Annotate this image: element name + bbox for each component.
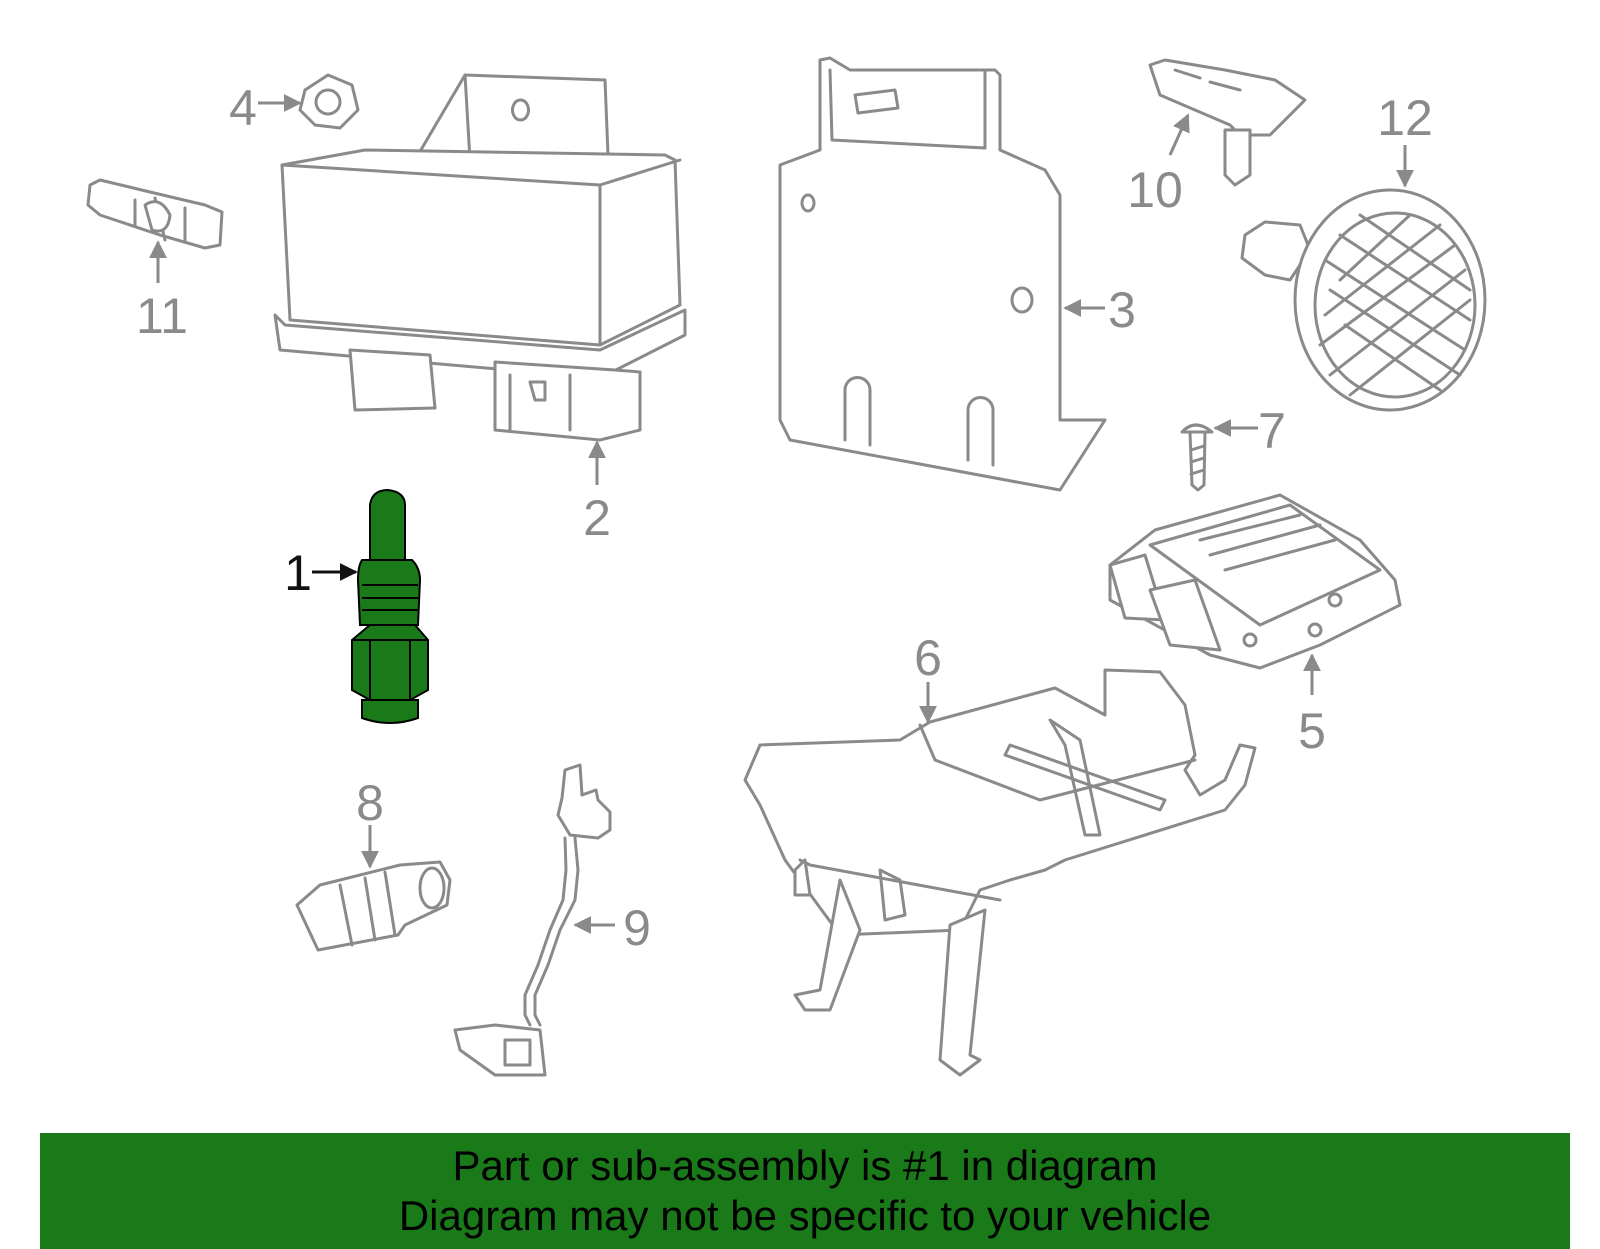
part-11-sensor[interactable]	[86, 178, 224, 250]
svg-text:6: 6	[914, 630, 942, 686]
callout-8: 8	[356, 775, 384, 869]
part-5-ecu[interactable]	[1108, 493, 1402, 670]
svg-text:11: 11	[136, 288, 188, 344]
callout-9: 9	[573, 900, 651, 956]
callout-4: 4	[229, 80, 302, 136]
svg-text:8: 8	[356, 775, 384, 831]
svg-text:5: 5	[1298, 703, 1326, 759]
svg-text:12: 12	[1377, 90, 1433, 146]
svg-text:4: 4	[229, 80, 257, 136]
callout-5: 5	[1298, 653, 1326, 759]
info-banner: Part or sub-assembly is #1 in diagram Di…	[40, 1133, 1570, 1249]
part-3-bracket[interactable]	[778, 56, 1107, 492]
part-1-glow-plug[interactable]	[351, 488, 429, 724]
part-12-air-flow-sensor[interactable]	[1240, 188, 1487, 412]
svg-text:2: 2	[583, 490, 611, 546]
svg-text:10: 10	[1127, 162, 1183, 218]
part-7-screw[interactable]	[1180, 423, 1214, 492]
callout-7: 7	[1213, 403, 1286, 459]
part-8-sensor[interactable]	[295, 860, 452, 952]
svg-text:1: 1	[284, 545, 312, 601]
part-4-nut[interactable]	[298, 73, 360, 130]
svg-text:3: 3	[1108, 282, 1136, 338]
callout-12: 12	[1377, 90, 1433, 188]
callout-1: 1	[284, 545, 358, 601]
callout-10: 10	[1127, 113, 1190, 218]
callout-11: 11	[136, 240, 188, 344]
part-2-glow-plug-module[interactable]	[273, 73, 687, 442]
part-6-battery-tray[interactable]	[743, 668, 1257, 1077]
banner-line-1: Part or sub-assembly is #1 in diagram	[452, 1142, 1158, 1189]
part-10-sensor[interactable]	[1148, 58, 1307, 187]
banner-line-2: Diagram may not be specific to your vehi…	[398, 1192, 1212, 1239]
callout-2: 2	[583, 440, 611, 546]
svg-text:7: 7	[1258, 403, 1286, 459]
parts-diagram: 1 2 3 4 5 6 7 8 9 10 11 12	[86, 56, 1487, 1077]
callout-6: 6	[914, 630, 942, 724]
svg-text:9: 9	[623, 900, 651, 956]
callout-3: 3	[1063, 282, 1136, 338]
part-9-wire-sensor[interactable]	[453, 763, 612, 1077]
